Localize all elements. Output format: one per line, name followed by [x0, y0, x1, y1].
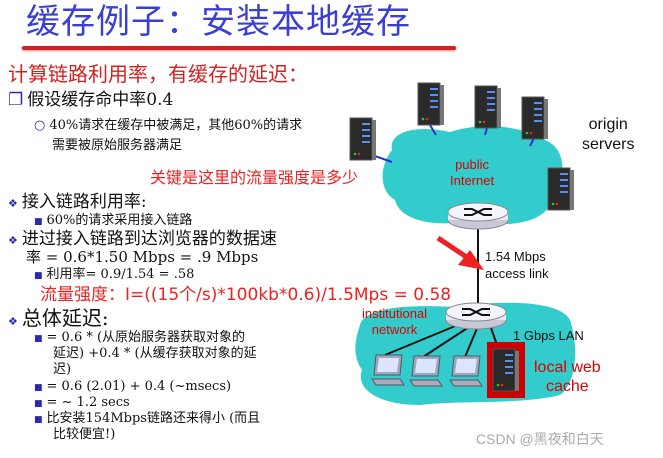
diamond-bullet-icon: ❖ — [8, 315, 18, 328]
bullet-text: 总体延迟: — [21, 306, 109, 330]
bullet-text: = ~ 1.2 secs — [46, 395, 130, 410]
label-line: 1.54 Mbps — [485, 249, 546, 264]
red-arrow-icon — [436, 235, 484, 270]
bullet-delay-2: ■= 0.6 (2.01) + 0.4 (~msecs) — [34, 379, 231, 396]
bullet-text: 比安装154Mbps链路还来得小 (而且 — [46, 411, 261, 426]
origin-server-icon — [417, 82, 445, 126]
watermark: CSDN @黑夜和白天 — [476, 431, 604, 447]
bullet-text: 率 = 0.6*1.50 Mbps = .9 Mbps — [26, 248, 259, 266]
label-line: origin — [588, 116, 628, 133]
bullet-delay-3: ■= ~ 1.2 secs — [34, 395, 130, 412]
square-bullet-icon: ■ — [34, 334, 43, 344]
origin-server-icon — [349, 117, 377, 161]
public-internet-cloud — [382, 126, 563, 225]
label-line: Internet — [450, 173, 495, 188]
bullet-text: 假设缓存命中率0.4 — [27, 90, 174, 110]
key-question-annotation: 关键是这里的流量强度是多少 — [150, 168, 359, 187]
origin-server-icon — [547, 167, 575, 211]
label-line: public — [455, 157, 490, 172]
lan-label: 1 Gbps LAN — [513, 328, 584, 343]
label-line: cache — [546, 378, 589, 395]
label-line: local web — [534, 359, 601, 376]
bullet-text: 延迟) +0.4 * (从缓存获取对象的延 — [53, 346, 257, 361]
bullet-text: 比较便宜!) — [53, 427, 116, 442]
circle-bullet-icon: ○ — [34, 118, 46, 133]
bullet-delay-heading: ❖总体延迟: — [8, 307, 109, 333]
cache-server-icon — [492, 348, 520, 392]
workstation-icon — [409, 355, 443, 387]
bullet-util-1: ■60%的请求采用接入链路 — [34, 213, 192, 230]
bullet-text: 接入链路利用率: — [21, 192, 147, 212]
origin-server-icon — [474, 85, 502, 129]
bullet-util-value: ■利用率= 0.9/1.54 = .58 — [34, 267, 194, 284]
square-bullet-icon: ■ — [34, 271, 43, 281]
square-bullet-icon: ■ — [34, 383, 43, 393]
bullet-text: 进过接入链路到达浏览器的数据速 — [21, 229, 277, 249]
square-bullet-icon: ■ — [34, 415, 43, 425]
workstation-icon — [449, 355, 483, 387]
square-bullet-icon: ■ — [34, 399, 43, 409]
bullet-delay-1: ■= 0.6 * (从原始服务器获取对象的 — [34, 330, 245, 347]
slide-title: 缓存例子：安装本地缓存 — [26, 2, 411, 42]
bullet-hit-detail: ○40%请求在缓存中被满足，其他60%的请求 — [34, 118, 302, 134]
workstation-icon — [371, 354, 405, 386]
bullet-text: 利用率= 0.9/1.54 = .58 — [46, 267, 195, 282]
local-cache-label: local web cache — [534, 358, 601, 396]
title-underline — [22, 46, 456, 50]
router-icon — [445, 302, 507, 330]
label-line: network — [371, 322, 418, 337]
label-line: access link — [485, 266, 549, 281]
bullet-delay-4: ■比安装154Mbps链路还来得小 (而且 — [34, 411, 260, 428]
diamond-bullet-icon: ❖ — [8, 197, 18, 210]
bullet-text: = 0.6 * (从原始服务器获取对象的 — [46, 330, 246, 345]
lan-links — [384, 321, 498, 358]
bullet-text: 60%的请求采用接入链路 — [46, 213, 193, 228]
label-line: servers — [582, 136, 635, 153]
bullet-text: 需要被原始服务器满足 — [52, 138, 183, 153]
bullet-hit-rate: ❐假设缓存命中率0.4 — [8, 90, 173, 110]
bullet-util-heading: ❖接入链路利用率: — [8, 192, 147, 214]
origin-servers-label: origin servers — [582, 115, 634, 155]
router-icon — [447, 202, 509, 230]
diamond-bullet-icon: ❖ — [8, 234, 18, 247]
access-link-label: 1.54 Mbps access link — [485, 248, 549, 282]
intensity-annotation: 流量强度：I=((15个/s)*100kb*0.6)/1.5Mps = 0.58 — [40, 285, 452, 305]
origin-server-icon — [521, 96, 549, 140]
square-bullet-icon: ■ — [34, 217, 43, 227]
slide-subtitle: 计算链路利用率，有缓存的延迟： — [8, 62, 308, 86]
bullet-rate: ❖进过接入链路到达浏览器的数据速 — [8, 229, 277, 251]
bullet-text: = 0.6 (2.01) + 0.4 (~msecs) — [46, 379, 232, 394]
square-bullet-icon: ❐ — [8, 90, 24, 110]
label-line: institutional — [362, 306, 428, 321]
bullet-text: 40%请求在缓存中被满足，其他60%的请求 — [49, 118, 303, 133]
bullet-text: 迟) — [53, 362, 72, 377]
